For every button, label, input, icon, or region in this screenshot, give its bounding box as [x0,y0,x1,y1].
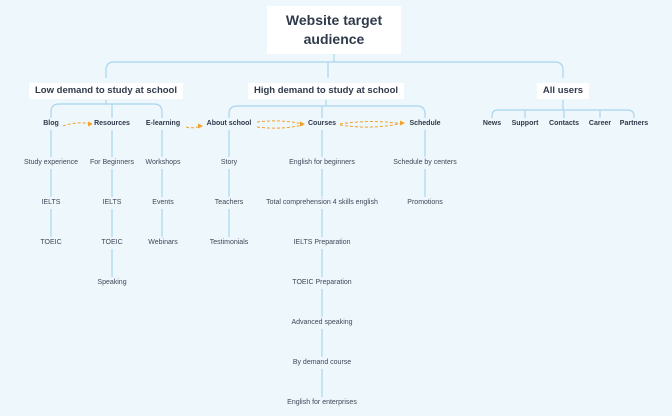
relation-about-courses [256,120,304,125]
node-low-demand[interactable]: Low demand to study at school [29,83,183,99]
node-about-testimonials[interactable]: Testimonials [207,237,251,249]
relation-about-courses-2 [256,124,304,129]
edge-high-children [228,100,426,118]
relation-blog-resources [62,122,92,127]
node-courses[interactable]: Courses [305,118,339,130]
node-courses-toeic-prep[interactable]: TOEIC Preparation [290,277,354,289]
node-schedule[interactable]: Schedule [407,118,443,130]
node-career[interactable]: Career [586,118,614,130]
node-blog-toeic[interactable]: TOEIC [38,237,64,249]
node-news[interactable]: News [480,118,504,130]
node-courses-total-comprehension[interactable]: Total comprehension 4 skills english [264,197,380,209]
relation-arrowhead [88,121,93,127]
node-all-users[interactable]: All users [536,83,590,99]
edge-low-children [50,100,163,118]
node-resources[interactable]: Resources [92,118,132,130]
edge-all-children [491,100,635,118]
node-courses-beginners[interactable]: English for beginners [287,157,357,169]
node-blog-ielts[interactable]: IELTS [39,197,63,209]
node-courses-advanced-speaking[interactable]: Advanced speaking [289,317,355,329]
relation-courses-schedule-2 [339,121,404,125]
relation-arrowhead [300,121,305,127]
node-courses-by-demand[interactable]: By demand course [290,357,354,369]
node-elearning-workshops[interactable]: Workshops [143,157,183,169]
relation-arrowhead [198,123,203,129]
relation-arrowhead [400,120,405,126]
node-blog[interactable]: Blog [41,118,61,130]
node-high-demand[interactable]: High demand to study at school [247,83,405,99]
node-contacts[interactable]: Contacts [547,118,581,130]
node-about-teachers[interactable]: Teachers [212,197,246,209]
root-node[interactable]: Website target audience [267,6,401,54]
node-elearning[interactable]: E-learning [143,118,183,130]
node-elearning-webinars[interactable]: Webinars [146,237,180,249]
node-resources-speaking[interactable]: Speaking [95,277,129,289]
node-partners[interactable]: Partners [617,118,651,130]
edge-root-bus [105,54,564,78]
node-resources-ielts[interactable]: IELTS [100,197,124,209]
node-blog-study-experience[interactable]: Study experience [21,157,81,169]
node-schedule-promotions[interactable]: Promotions [405,197,445,209]
node-about-story[interactable]: Story [218,157,240,169]
node-about-school[interactable]: About school [204,118,254,130]
node-elearning-events[interactable]: Events [150,197,176,209]
relation-elearning-about [185,125,202,129]
node-courses-enterprises[interactable]: English for enterprises [285,397,359,409]
node-support[interactable]: Support [509,118,541,130]
node-courses-ielts-prep[interactable]: IELTS Preparation [291,237,353,249]
node-resources-toeic[interactable]: TOEIC [99,237,125,249]
relation-courses-schedule [339,122,404,128]
node-resources-beginners[interactable]: For Beginners [88,157,136,169]
node-schedule-by-centers[interactable]: Schedule by centers [391,157,459,169]
